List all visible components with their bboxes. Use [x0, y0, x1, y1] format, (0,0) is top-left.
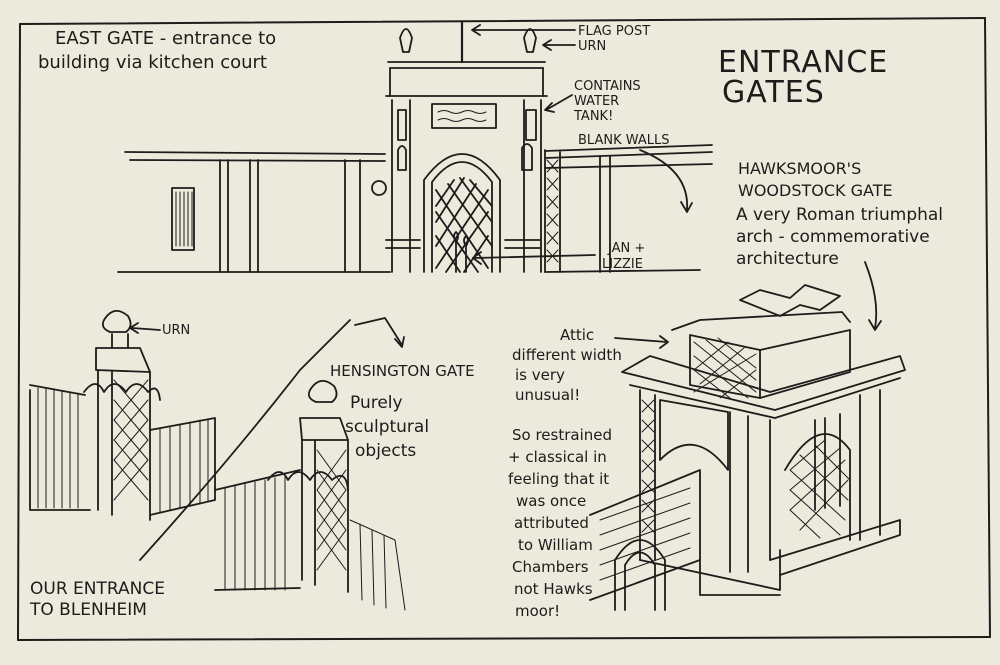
- hensington-heading: HENSINGTON GATE: [330, 362, 475, 380]
- attic-note-2: different width: [512, 346, 622, 364]
- woodstock-gate-pointer-arrows: [614, 261, 882, 349]
- jan-label-2: LIZZIE: [602, 257, 643, 272]
- woodstock-desc-2: arch - commemorative: [736, 227, 930, 247]
- east-gate-annotations: EAST GATE - entrance to building via kit…: [38, 24, 670, 272]
- urn-label-hensington: URN: [162, 323, 190, 338]
- title-line-1: ENTRANCE: [718, 45, 888, 80]
- woodstock-gate-annotations: HAWKSMOOR'S WOODSTOCK GATE A very Roman …: [508, 159, 943, 620]
- hensington-desc-2: sculptural: [345, 417, 429, 437]
- attic-note-1: Attic: [560, 326, 594, 344]
- contains-label-2: WATER: [574, 94, 619, 109]
- flag-post-label: FLAG POST: [578, 24, 650, 39]
- attribution-note-6: to William: [518, 536, 593, 554]
- woodstock-gate-sketch: [589, 284, 906, 611]
- woodstock-desc-1: A very Roman triumphal: [736, 205, 943, 225]
- east-gate-sketch: [117, 20, 713, 273]
- woodstock-heading-1: HAWKSMOOR'S: [738, 159, 861, 178]
- attribution-note-8: not Hawks: [514, 580, 593, 598]
- blank-walls-label: BLANK WALLS: [578, 133, 670, 148]
- attribution-note-9: moor!: [515, 602, 560, 620]
- attribution-note-1: So restrained: [512, 426, 612, 444]
- east-gate-pointer-arrows: [471, 24, 693, 265]
- east-gate-caption-line-1: EAST GATE - entrance to: [55, 28, 276, 49]
- jan-label-1: JAN +: [607, 241, 645, 256]
- woodstock-desc-3: architecture: [736, 249, 839, 269]
- our-entrance-line-1: OUR ENTRANCE: [30, 579, 165, 599]
- attic-note-4: unusual!: [515, 386, 580, 404]
- attribution-note-7: Chambers: [512, 558, 589, 576]
- contains-label-3: TANK!: [573, 109, 613, 124]
- woodstock-heading-2: WOODSTOCK GATE: [738, 181, 893, 200]
- hensington-gate-pointer-arrows: [129, 317, 405, 561]
- attic-note-3: is very: [515, 366, 565, 384]
- attribution-note-4: was once: [516, 492, 586, 510]
- attribution-note-2: + classical in: [508, 448, 607, 466]
- our-entrance-line-2: TO BLENHEIM: [29, 600, 147, 620]
- urn-label-east: URN: [578, 39, 606, 54]
- page-border: [17, 17, 991, 641]
- contains-label-1: CONTAINS: [574, 79, 641, 94]
- hensington-desc-3: objects: [355, 441, 416, 461]
- title-block: ENTRANCE GATES: [718, 45, 888, 110]
- hensington-desc-1: Purely: [350, 393, 403, 413]
- hensington-gate-annotations: URN HENSINGTON GATE Purely sculptural ob…: [29, 323, 475, 620]
- title-line-2: GATES: [722, 75, 825, 110]
- attribution-note-3: feeling that it: [508, 470, 609, 488]
- attribution-note-5: attributed: [514, 514, 589, 532]
- hensington-gate-sketch: [29, 310, 406, 611]
- east-gate-caption-line-2: building via kitchen court: [38, 52, 267, 73]
